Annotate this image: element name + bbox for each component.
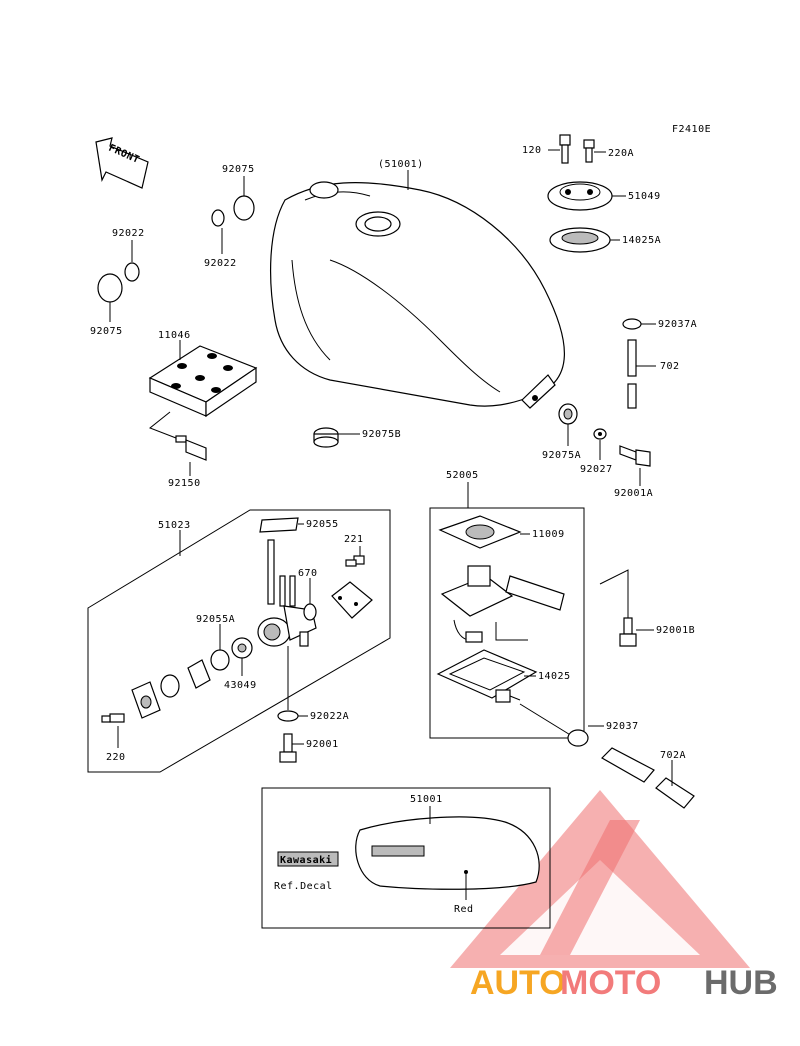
rubber-plug-icon — [313, 427, 339, 448]
label-cap: 51049 — [628, 191, 661, 202]
watermark-hub: HUB — [704, 964, 778, 1002]
label-clip: 92037A — [658, 319, 697, 330]
cock-lever-plate-icon — [331, 581, 373, 619]
label-rubber-plug: 92075B — [362, 429, 401, 440]
damper-top-icon — [211, 195, 255, 227]
label-damper-left-b: 92075 — [90, 326, 123, 337]
clip-icon — [622, 318, 642, 330]
damper-left-icon — [97, 262, 140, 303]
label-cap-bolt: 120 — [522, 145, 542, 156]
gauge-assembly-box — [429, 507, 585, 739]
label-rear-damper: 92075A — [542, 450, 581, 461]
label-damper-left-a: 92022 — [112, 228, 145, 239]
rear-washer-icon — [593, 428, 607, 440]
gasket-43049-icon — [231, 637, 253, 659]
label-bracket: 11046 — [158, 330, 191, 341]
rear-damper-icon — [558, 403, 578, 425]
label-damper-top: 92075 — [222, 164, 255, 175]
label-rear-bolt: 92001A — [614, 488, 653, 499]
label-bolt-bottom: 92001 — [306, 739, 339, 750]
bolt-bottom-icon — [279, 733, 297, 763]
cap-gasket-icon — [549, 227, 611, 253]
label-rear-washer: 92027 — [580, 464, 613, 475]
label-screw-220: 220 — [106, 752, 126, 763]
fuel-cock-body-icon — [257, 539, 317, 647]
fuel-cock-box — [87, 509, 391, 773]
label-gasket-43049: 43049 — [224, 680, 257, 691]
label-gauge-clip: 92037 — [606, 721, 639, 732]
gauge-hose-icon — [601, 747, 695, 809]
gauge-unit-icon — [440, 565, 565, 643]
label-gauge-gasket2: 14025 — [538, 671, 571, 682]
cap-bolt-icon — [559, 134, 571, 164]
label-decal-ref: Ref.Decal — [274, 881, 333, 892]
screw-220-icon — [101, 713, 125, 723]
label-hose: 702 — [660, 361, 680, 372]
fuel-tank — [270, 181, 565, 409]
label-tank: (51001) — [378, 159, 424, 170]
oring-670-icon — [303, 603, 317, 621]
cock-filter-icon — [131, 659, 211, 719]
label-oring-top: 92055 — [306, 519, 339, 530]
oring-top-icon — [259, 517, 299, 533]
label-screw-221: 221 — [344, 534, 364, 545]
label-washer-bottom: 92022A — [310, 711, 349, 722]
label-oring-670: 670 — [298, 568, 318, 579]
bracket-bolt-icon — [175, 435, 207, 461]
fuel-cap-icon — [547, 181, 613, 211]
label-damper-top-b: 92022 — [204, 258, 237, 269]
figure-code: F2410E — [672, 124, 711, 135]
kawasaki-decal: Kawasaki — [277, 851, 339, 867]
label-bracket-bolt: 92150 — [168, 478, 201, 489]
gauge-gasket-icon — [438, 515, 522, 549]
label-decal-color: Red — [454, 904, 474, 915]
label-gauge-hose: 702A — [660, 750, 686, 761]
label-gauge-assy: 52005 — [446, 470, 479, 481]
watermark-auto: AUTO — [470, 964, 566, 1002]
gauge-clip-icon — [567, 729, 589, 747]
label-cap-screw: 220A — [608, 148, 634, 159]
watermark-moto: MOTO — [560, 964, 661, 1002]
cap-screw-icon — [583, 139, 595, 163]
washer-bottom-icon — [277, 710, 299, 722]
decal-box — [261, 787, 551, 929]
screw-221-icon — [345, 555, 365, 567]
gauge-cover-icon — [436, 649, 538, 703]
watermark-text: AUTO MOTO HUB — [470, 964, 778, 1002]
label-cock-assy: 51023 — [158, 520, 191, 531]
rear-bolt-icon — [619, 445, 651, 467]
gauge-bolt-icon — [619, 617, 637, 647]
label-gauge-gasket: 11009 — [532, 529, 565, 540]
oring-mid-icon — [210, 649, 230, 671]
hose-icon — [627, 339, 637, 409]
label-cap-gasket: 14025A — [622, 235, 661, 246]
front-arrow-icon: FRONT — [95, 137, 149, 189]
label-decal-brand: Kawasaki — [280, 854, 332, 866]
label-decal-part: 51001 — [410, 794, 443, 805]
watermark-logo-icon — [450, 790, 750, 968]
bracket-icon — [148, 345, 258, 418]
label-oring-mid: 92055A — [196, 614, 235, 625]
label-gauge-bolt: 92001B — [656, 625, 695, 636]
